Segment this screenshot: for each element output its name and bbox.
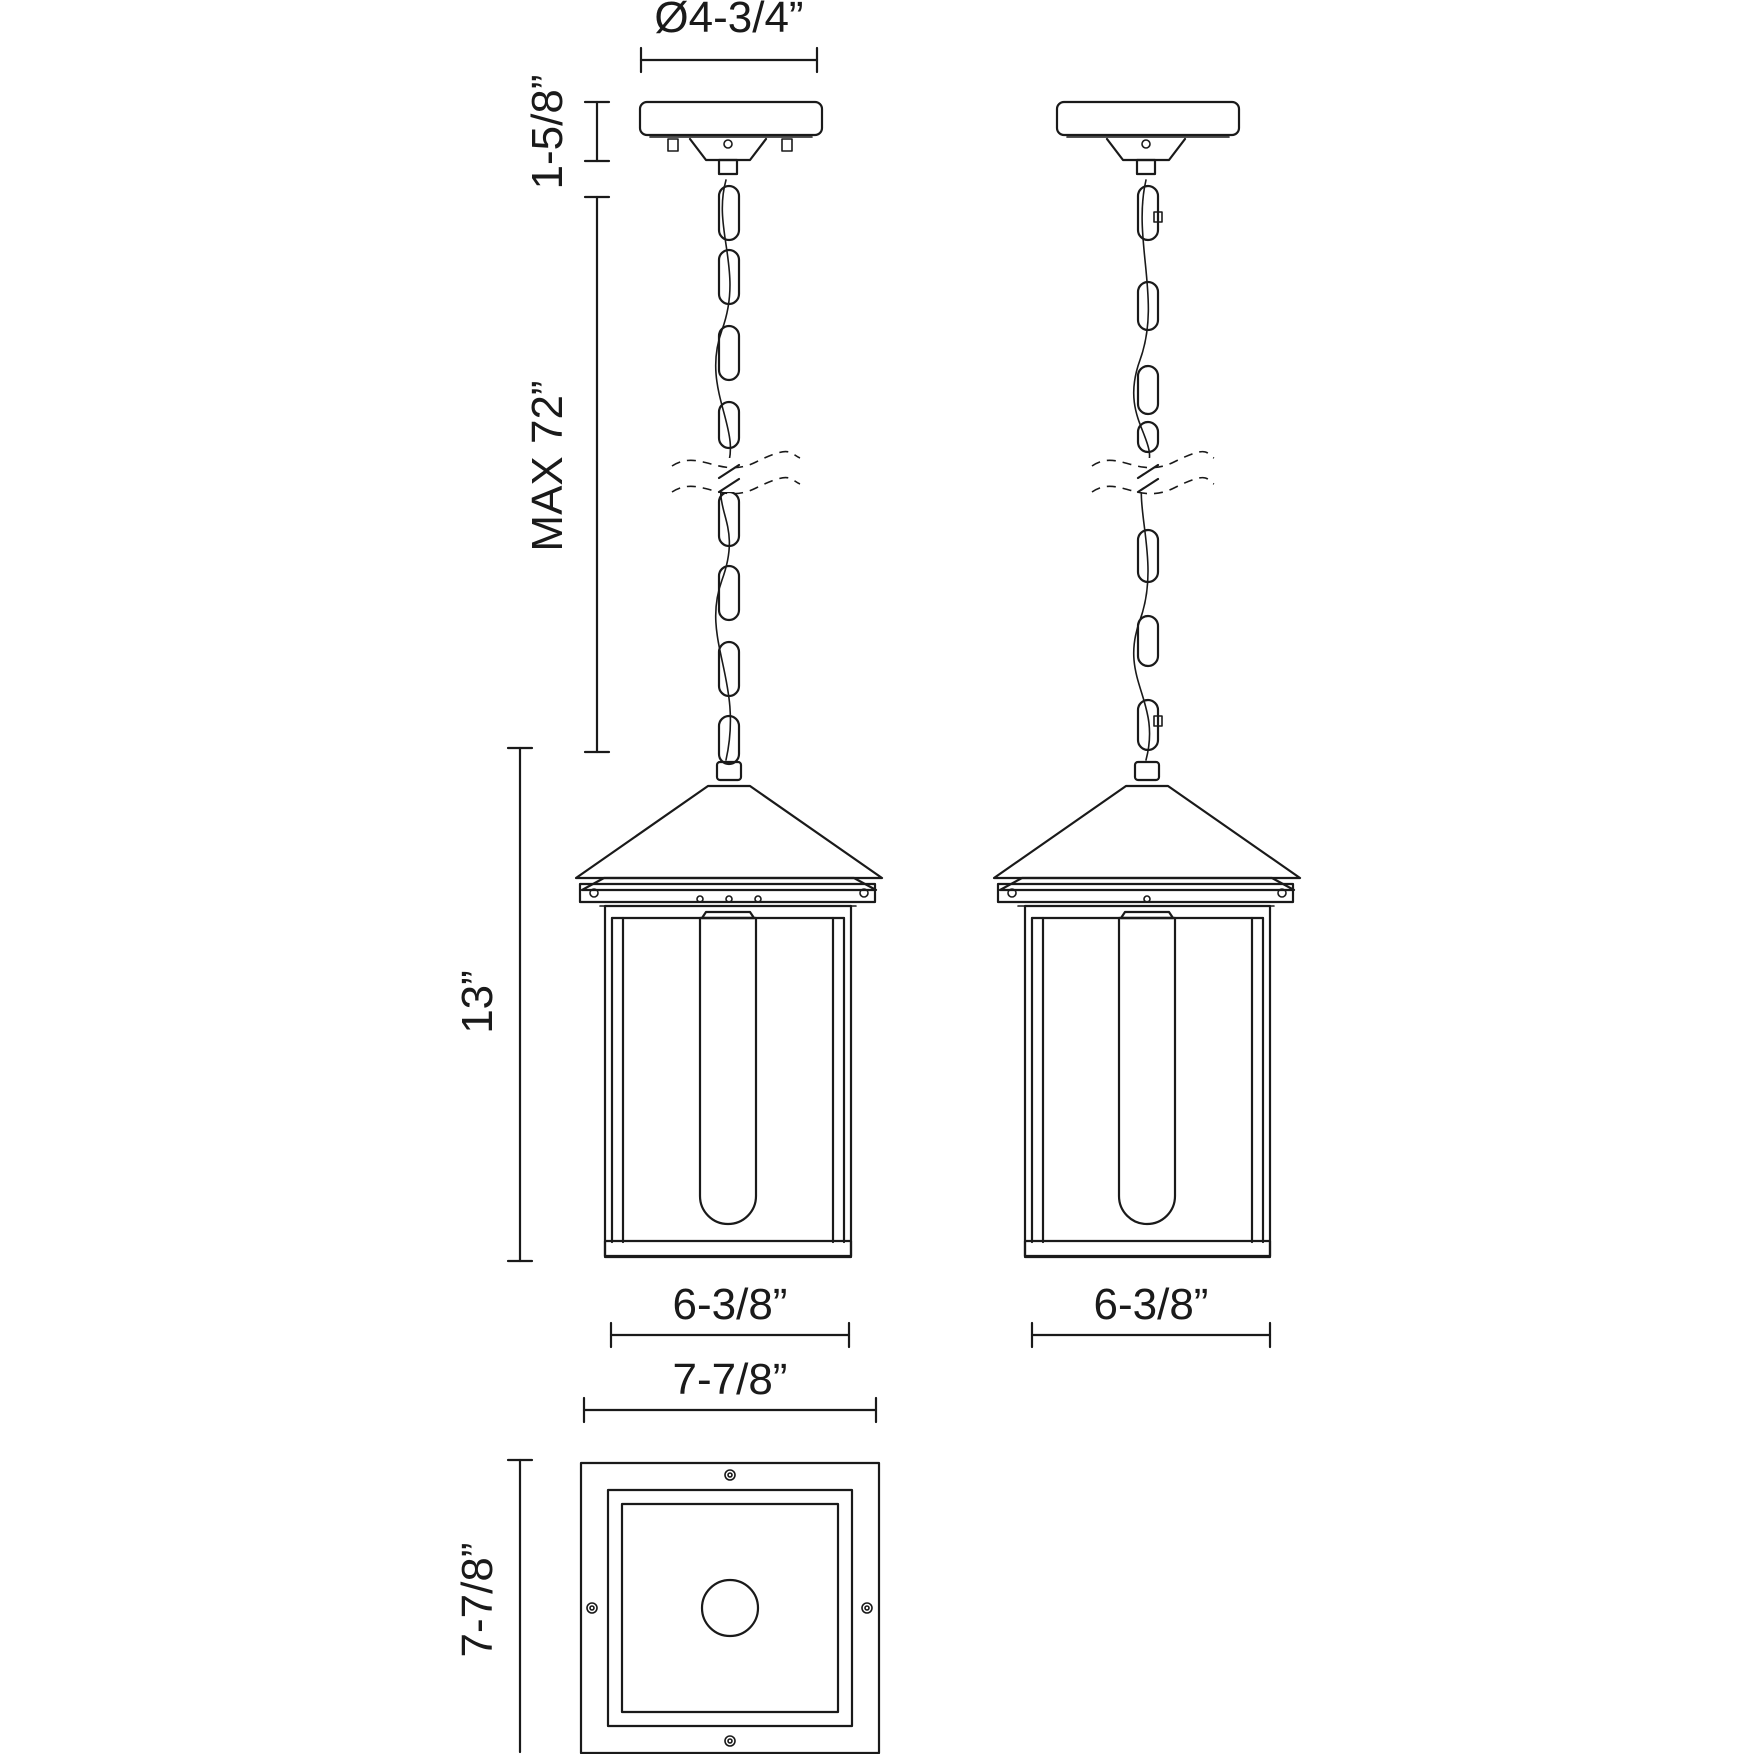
dimension-lines [506, 46, 1272, 1754]
top-width-label: 7-7/8” [673, 1355, 788, 1404]
front-view-lantern [574, 100, 884, 1259]
side-chain [1088, 179, 1215, 761]
chain-length-label: MAX 72” [523, 380, 572, 551]
top-view-lantern [579, 1461, 881, 1754]
canopy-height-label: 1-5/8” [523, 75, 572, 190]
side-view-lantern [992, 100, 1302, 1259]
front-chain [668, 179, 801, 766]
fixture-height-label: 13” [453, 970, 502, 1034]
top-depth-label: 7-7/8” [453, 1543, 502, 1658]
front-canopy [638, 100, 824, 176]
side-chain-break [1088, 450, 1215, 495]
width-front-label: 6-3/8” [673, 1280, 788, 1329]
dimension-labels: Ø4-3/4” 1-5/8” MAX 72” 13” 6-3/8” 6-3/8”… [453, 0, 1208, 1657]
width-side-label: 6-3/8” [1094, 1280, 1209, 1329]
front-chain-break [668, 450, 801, 495]
side-canopy [1055, 100, 1241, 176]
canopy-diameter-label: Ø4-3/4” [654, 0, 803, 42]
